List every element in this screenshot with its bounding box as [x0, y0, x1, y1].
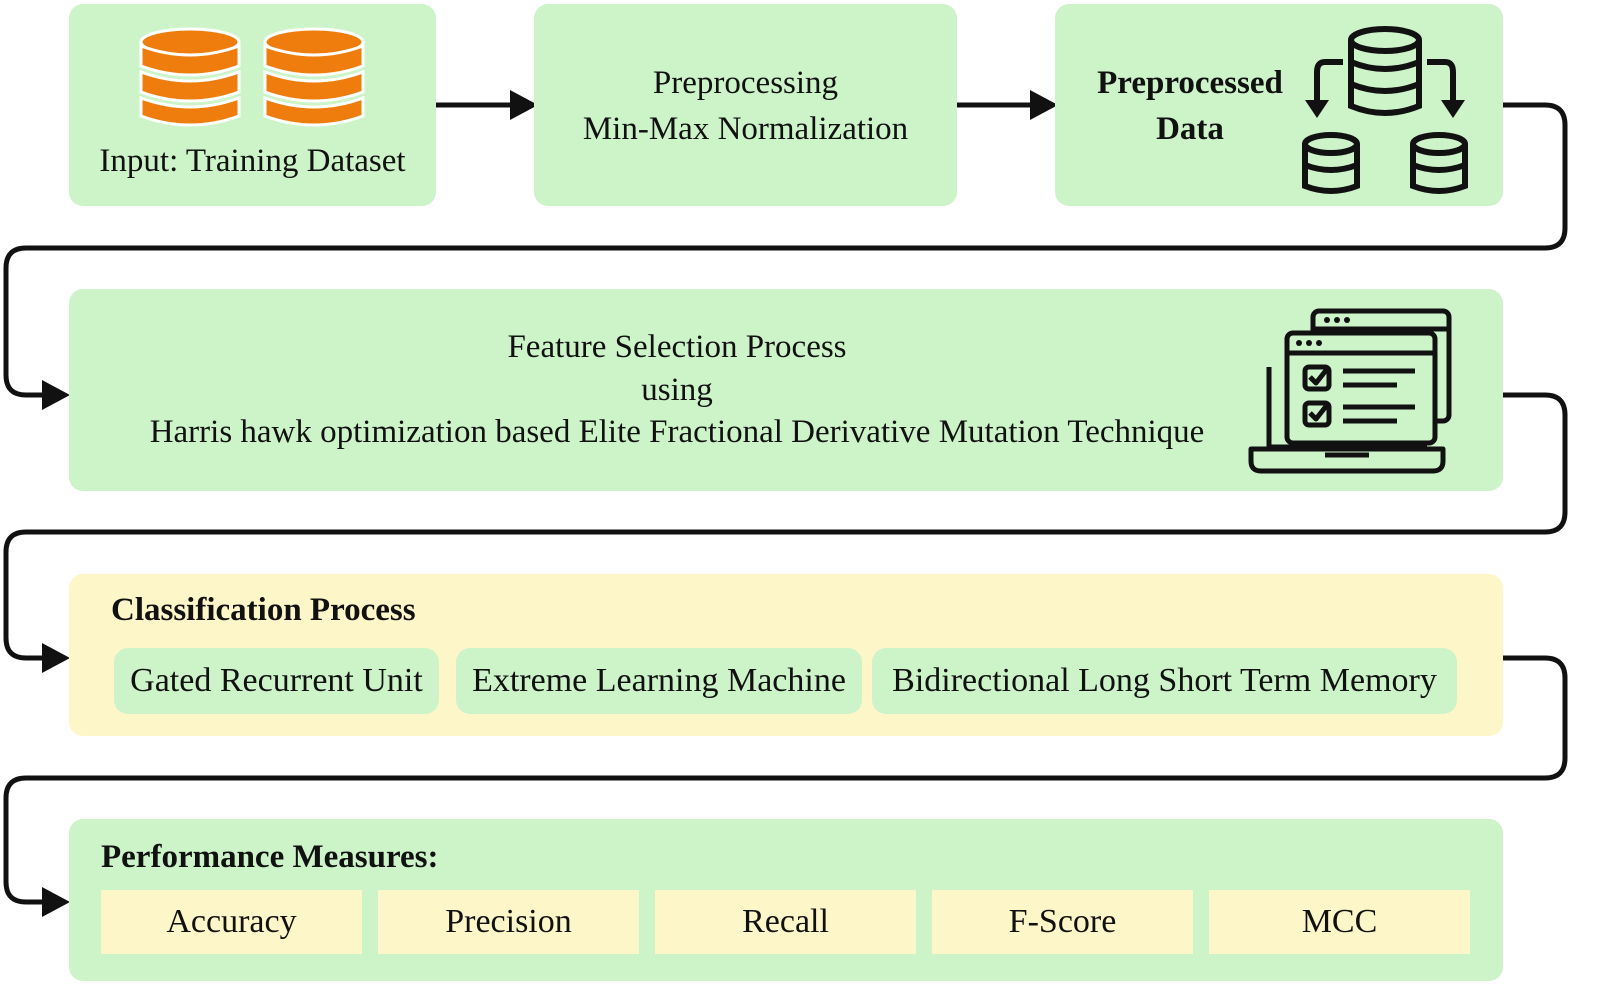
metric-fscore: F-Score: [932, 890, 1193, 954]
feature-selection-connector-word: using: [641, 372, 713, 408]
performance-box: Performance Measures: Accuracy Precision…: [69, 819, 1503, 981]
preprocessed-title-2: Data: [1156, 111, 1224, 147]
arrowhead: [42, 643, 70, 673]
metric-recall: Recall: [655, 890, 916, 954]
laptop-checklist-icon: [1248, 308, 1452, 474]
feature-selection-technique: Harris hawk optimization based Elite Fra…: [149, 414, 1205, 450]
arrowhead: [42, 380, 70, 410]
connector-classification-to-performance: [3, 655, 1568, 905]
classification-box: Classification Process Gated Recurrent U…: [69, 574, 1503, 736]
database-icon: [263, 27, 365, 127]
feature-selection-box: Feature Selection Process using Harris h…: [69, 289, 1503, 491]
performance-title: Performance Measures:: [101, 839, 439, 875]
arrowhead: [42, 887, 70, 917]
metric-mcc: MCC: [1209, 890, 1470, 954]
model-elm: Extreme Learning Machine: [456, 648, 862, 714]
classification-title: Classification Process: [111, 592, 416, 628]
model-bilstm: Bidirectional Long Short Term Memory: [872, 648, 1457, 714]
database-distribution-icon: [1302, 26, 1468, 194]
connector-feature-to-classification: [3, 392, 1568, 661]
database-icon: [139, 27, 241, 127]
preprocessing-method: Min-Max Normalization: [582, 111, 909, 147]
feature-selection-title: Feature Selection Process: [507, 329, 847, 365]
preprocessed-title: Preprocessed: [1097, 65, 1283, 101]
arrowhead: [1030, 90, 1058, 120]
preprocessing-box: Preprocessing Min-Max Normalization: [534, 4, 957, 206]
preprocessed-data-box: Preprocessed Data: [1055, 4, 1503, 206]
input-dataset-box: Input: Training Dataset: [69, 4, 436, 206]
metric-accuracy: Accuracy: [101, 890, 362, 954]
connector-preprocessed-to-feature: [3, 102, 1568, 398]
model-gru: Gated Recurrent Unit: [114, 648, 439, 714]
preprocessing-title: Preprocessing: [652, 65, 839, 101]
arrowhead: [510, 90, 538, 120]
metric-precision: Precision: [378, 890, 639, 954]
input-dataset-label: Input: Training Dataset: [99, 143, 406, 179]
